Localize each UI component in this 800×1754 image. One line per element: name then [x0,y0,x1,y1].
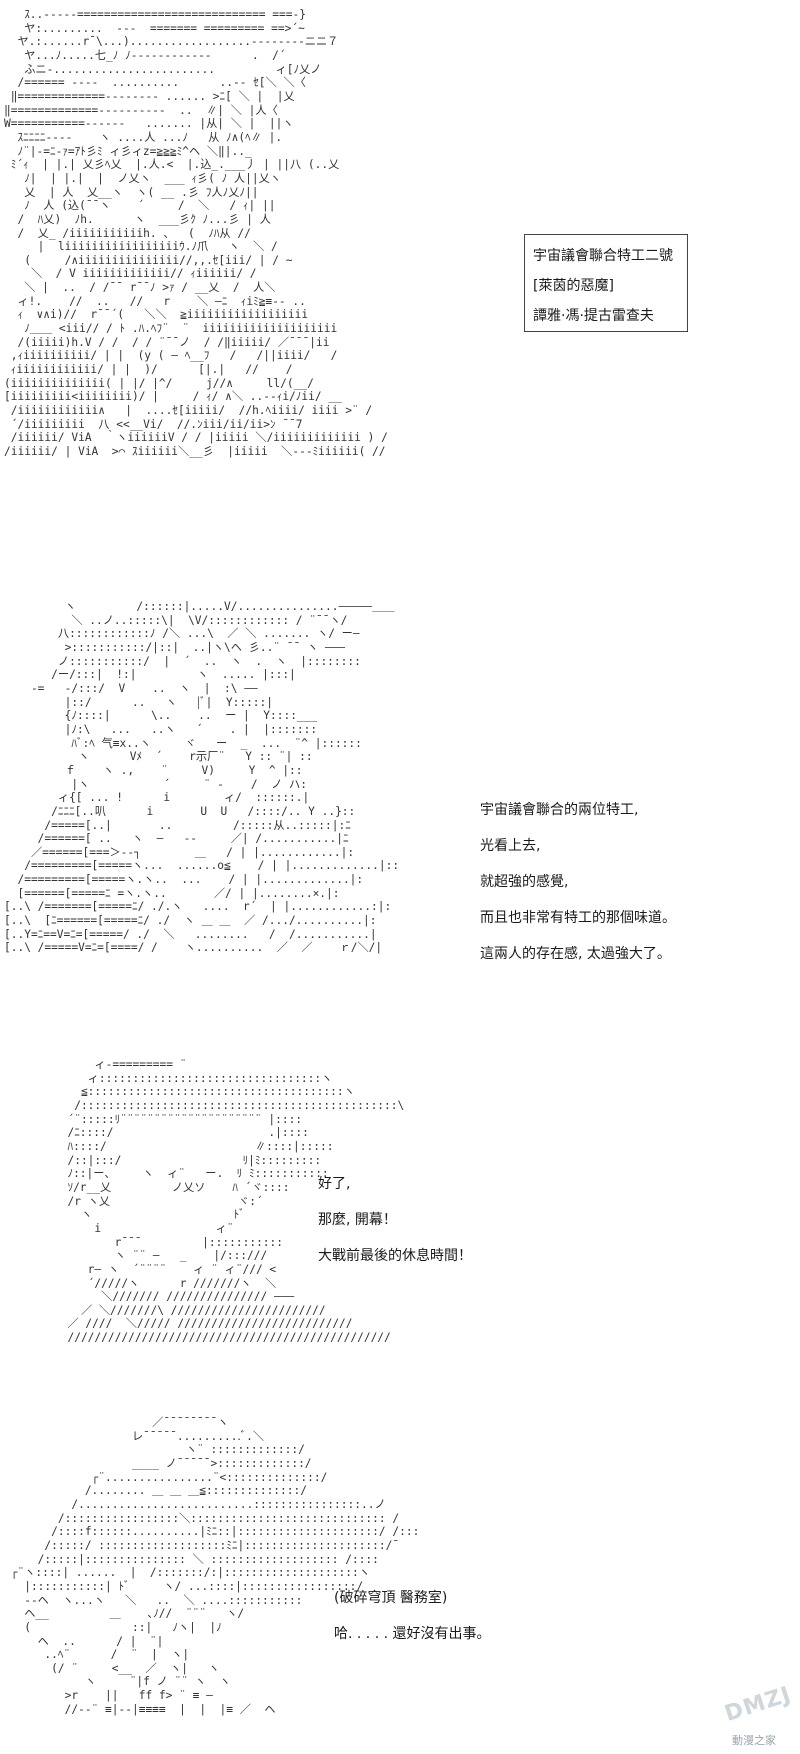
dialogue-line: 好了, [318,1176,351,1192]
location-line: (破碎穹頂 醫務室) [334,1590,448,1606]
narration-line: 光看上去, [480,838,541,854]
narration-block-1: 宇宙議會聯合的兩位特工, 光看上去, 就超強的感覺, 而且也非常有特工的那個味道… [480,792,676,972]
caption-title: 宇宙議會聯合特工二號 [533,248,673,264]
dialogue-block-3: (破碎穹頂 醫務室) 哈. . . . . 還好沒有出事。 [334,1580,491,1652]
caption-name: 譚雅·馮·提古雷查夫 [533,308,654,324]
ascii-art-panel-1: ｽ..-----============================ ===… [4,8,388,458]
dialogue-line: 大戰前最後的休息時間！ [318,1248,472,1264]
character-caption-box: 宇宙議會聯合特工二號 [萊茵的惡魔] 譚雅·馮·提古雷查夫 [524,234,688,332]
narration-line: 而且也非常有特工的那個味道。 [480,910,676,926]
ascii-art-panel-4: ／¯¯¯¯¯¯¯¯ヽ レ¯¯¯¯¯..........ﾞ.＼ ヽ¨ ::::::… [10,1416,420,1716]
narration-line: 就超強的感覺, [480,874,569,890]
narration-line: 宇宙議會聯合的兩位特工, [480,802,639,818]
narration-line: 這兩人的存在感, 太過強大了。 [480,946,671,962]
ascii-art-panel-2: ヽ /::::::|.....V/...............―――――＿＿ … [4,600,400,955]
ascii-art-panel-3: ィ-========= ¨ ィ:::::::::::::::::::::::::… [67,1058,405,1345]
dialogue-line: 哈. . . . . 還好沒有出事。 [334,1626,491,1642]
site-watermark: DMZJ 動漫之家 [714,1682,795,1752]
dialogue-line: 那麼, 開幕！ [318,1212,397,1228]
watermark-text: 動漫之家 [732,1734,776,1747]
dialogue-block-2: 好了, 那麼, 開幕！ 大戰前最後的休息時間！ [318,1166,472,1274]
watermark-logo: DMZJ [721,1682,795,1727]
caption-nickname: [萊茵的惡魔] [533,278,614,294]
